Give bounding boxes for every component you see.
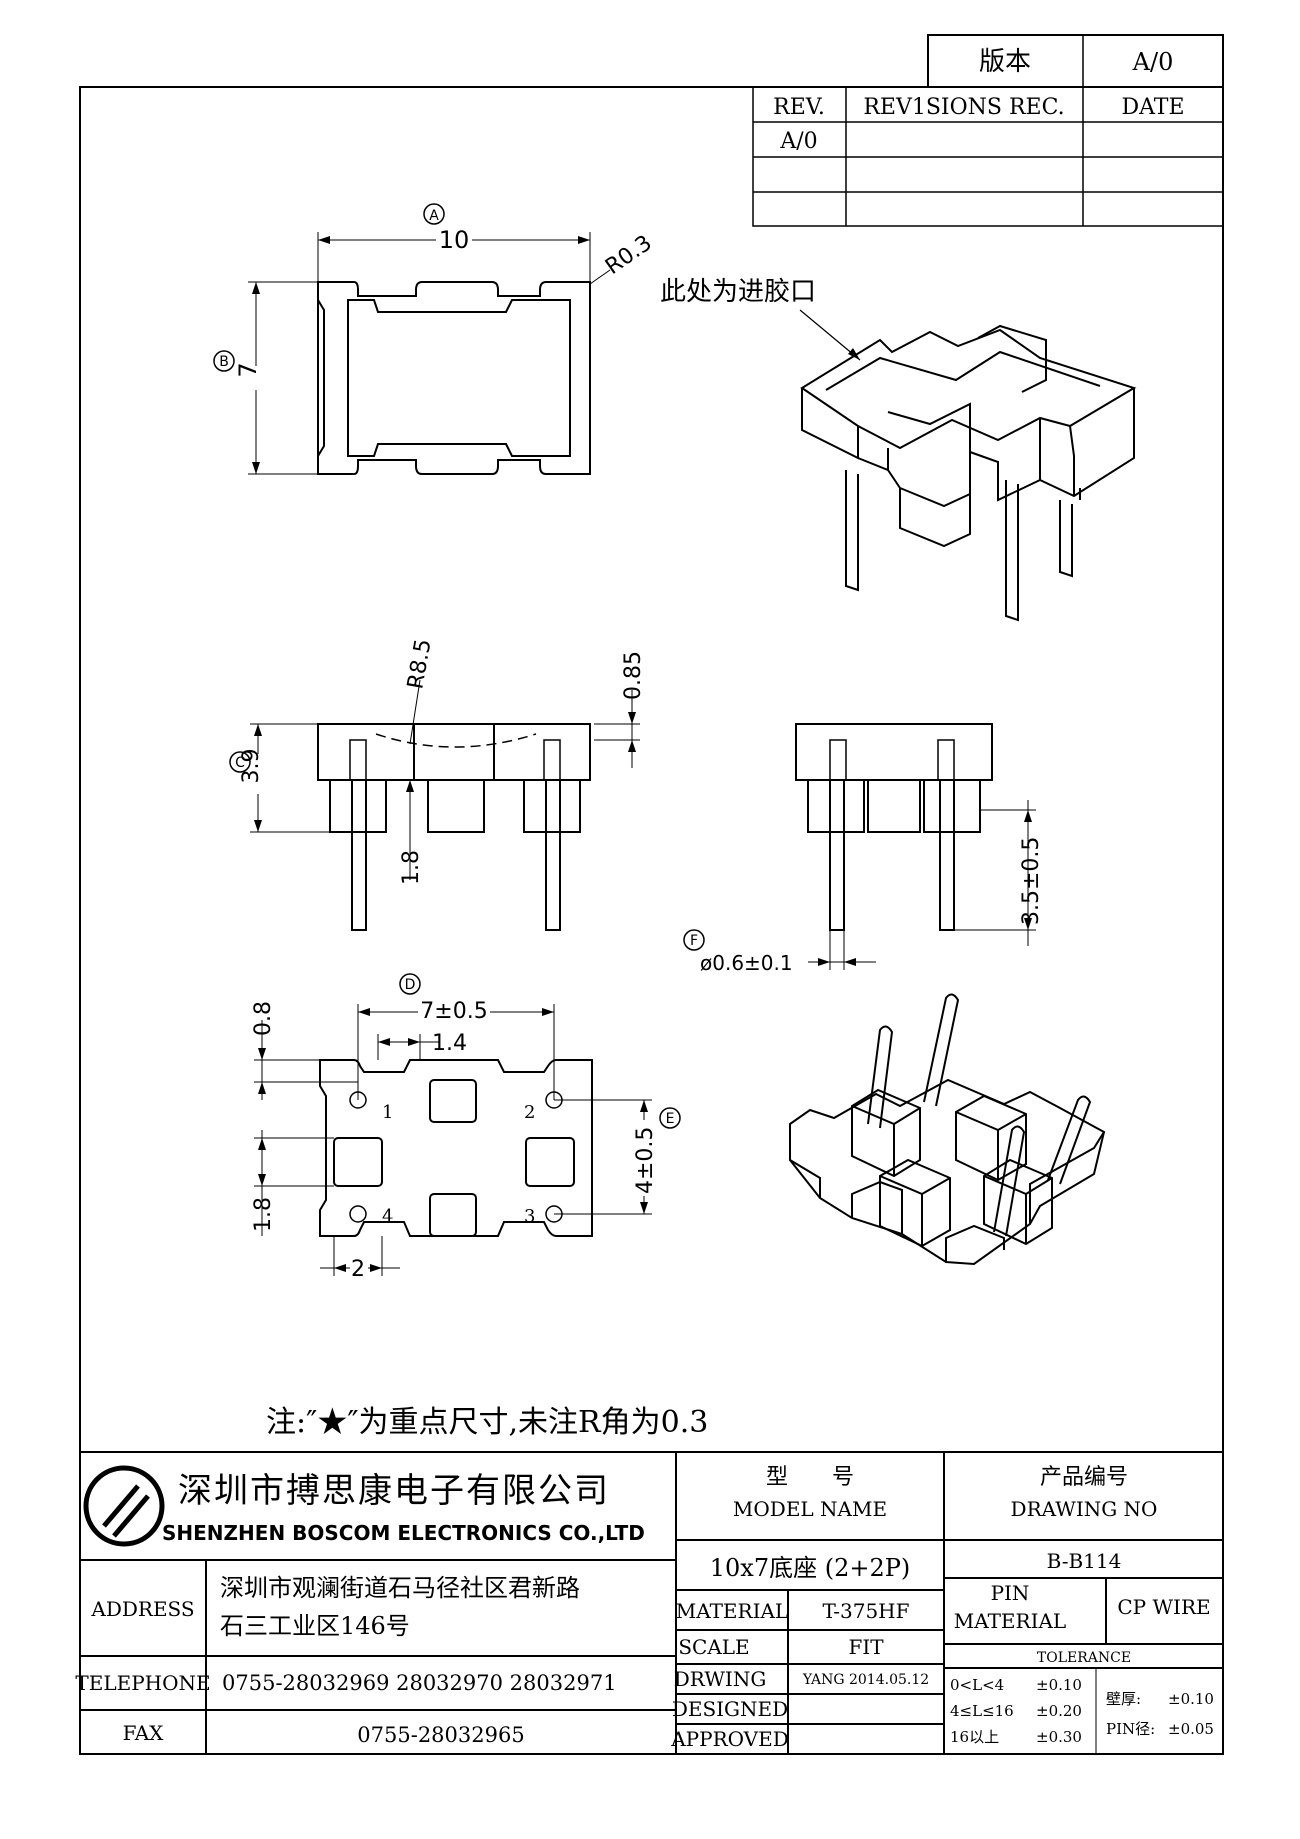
tol-range-3: 16以上	[950, 1728, 999, 1746]
tolerance-label: TOLERANCE	[1037, 1650, 1131, 1666]
dim-top-radius: R0.3	[601, 231, 657, 280]
drawing-note: 注:″★″为重点尺寸,未注R角为0.3	[266, 1405, 708, 1440]
approved-label: APPROVED	[670, 1727, 789, 1751]
wall-thickness-label: 壁厚:	[1106, 1690, 1141, 1708]
rev-header: REV.	[773, 95, 825, 120]
telephone-label: TELEPHONE	[75, 1671, 210, 1695]
pin-number-2: 2	[524, 1102, 535, 1123]
callout-e: E	[666, 1111, 675, 1127]
material-value: T-375HF	[822, 1599, 909, 1623]
dim-pin-length: 3.5±0.5	[1019, 837, 1044, 925]
dim-foot: 2	[351, 1257, 365, 1282]
rev-value: A/0	[779, 129, 817, 154]
drawing-frame	[79, 86, 1224, 1755]
address-line-2: 石三工业区146号	[220, 1612, 410, 1640]
company-name-cn: 深圳市搏思康电子有限公司	[178, 1471, 610, 1511]
pin-number-4: 4	[382, 1206, 393, 1227]
pin-material-label-2: MATERIAL	[954, 1609, 1066, 1633]
drawing-no-label-cn: 产品编号	[1040, 1465, 1128, 1490]
dim-side-offset: 0.85	[621, 651, 646, 700]
revision-box: 版本 A/0 REV. REV1SIONS REC. DATE A/0	[752, 34, 1224, 227]
dim-width: 10	[439, 226, 470, 254]
dim-pin-pitch: 7±0.5	[420, 999, 487, 1024]
fax-value: 0755-28032965	[357, 1723, 524, 1747]
iso-view-top: 此处为进胶口	[660, 277, 1137, 622]
bottom-view: 1 2 3 4 7±0.5 D 1.4 0.8 1.8	[251, 973, 681, 1282]
gate-note: 此处为进胶口	[660, 277, 816, 307]
company-name-en: SHENZHEN BOSCOM ELECTRONICS CO.,LTD	[162, 1521, 645, 1545]
wall-thickness-value: ±0.10	[1168, 1690, 1214, 1708]
pin-dia-tol-value: ±0.05	[1168, 1720, 1214, 1738]
address-label: ADDRESS	[90, 1597, 194, 1621]
model-label-en: MODEL NAME	[733, 1497, 887, 1521]
callout-b: B	[219, 354, 229, 370]
revisions-header: REV1SIONS REC.	[863, 95, 1064, 120]
tol-range-1: 0<L<4	[950, 1676, 1004, 1694]
drwing-label: DRWING	[674, 1667, 767, 1691]
callout-c: C	[235, 755, 245, 771]
pin-dia-tol-label: PIN径:	[1106, 1720, 1155, 1738]
pin-material-value: CP WIRE	[1117, 1595, 1210, 1619]
dim-side-radius: R8.5	[403, 637, 436, 691]
dim-pin-dia: ø0.6±0.1	[700, 951, 793, 975]
scale-value: FIT	[848, 1635, 884, 1659]
company-logo	[83, 1465, 165, 1547]
side-view-front: R8.5 0.85 3.9 C 1.8	[229, 637, 646, 931]
material-label: MATERIAL	[676, 1599, 788, 1623]
tol-value-3: ±0.30	[1036, 1728, 1082, 1746]
dim-edge-offset: 0.8	[251, 1001, 276, 1036]
tol-value-2: ±0.20	[1036, 1702, 1082, 1720]
title-block: 深圳市搏思康电子有限公司 SHENZHEN BOSCOM ELECTRONICS…	[75, 1451, 1223, 1754]
iso-view-bottom	[789, 993, 1106, 1266]
telephone-value: 0755-28032969 28032970 28032971	[222, 1671, 617, 1695]
fax-label: FAX	[123, 1721, 165, 1745]
callout-a: A	[429, 208, 439, 224]
dim-pin-gap: 1.4	[432, 1031, 467, 1056]
date-header: DATE	[1121, 95, 1184, 120]
dim-height: 7	[234, 362, 262, 377]
side-view-right: 3.5±0.5 ø0.6±0.1 F	[683, 723, 1044, 975]
dim-row-pitch: 4±0.5	[633, 1127, 658, 1194]
model-label-cn: 型 号	[766, 1465, 854, 1490]
callout-f: F	[690, 933, 698, 949]
top-view: 10 A R0.3 7 B	[213, 203, 657, 475]
drwing-value: YANG 2014.05.12	[802, 1672, 929, 1688]
drawing-no-label-en: DRAWING NO	[1011, 1497, 1158, 1521]
pin-number-1: 1	[382, 1102, 393, 1123]
scale-label: SCALE	[678, 1635, 749, 1659]
dim-pad-size: 1.8	[251, 1197, 276, 1232]
tol-range-2: 4≤L≤16	[950, 1702, 1014, 1720]
address-line-1: 深圳市观澜街道石马径社区君新路	[220, 1574, 580, 1602]
dim-side-standoff: 1.8	[399, 850, 424, 885]
tol-value-1: ±0.10	[1036, 1676, 1082, 1694]
designed-label: DESIGNED	[672, 1697, 788, 1721]
version-label: 版本	[979, 47, 1031, 77]
version-value: A/0	[1132, 48, 1174, 76]
pin-material-label-1: PIN	[991, 1581, 1030, 1605]
callout-d: D	[405, 977, 416, 993]
pin-number-3: 3	[524, 1206, 535, 1227]
drawing-no-value: B-B114	[1047, 1549, 1122, 1573]
model-value: 10x7底座 (2+2P)	[710, 1554, 911, 1582]
dim-side-height: 3.9	[239, 749, 264, 784]
